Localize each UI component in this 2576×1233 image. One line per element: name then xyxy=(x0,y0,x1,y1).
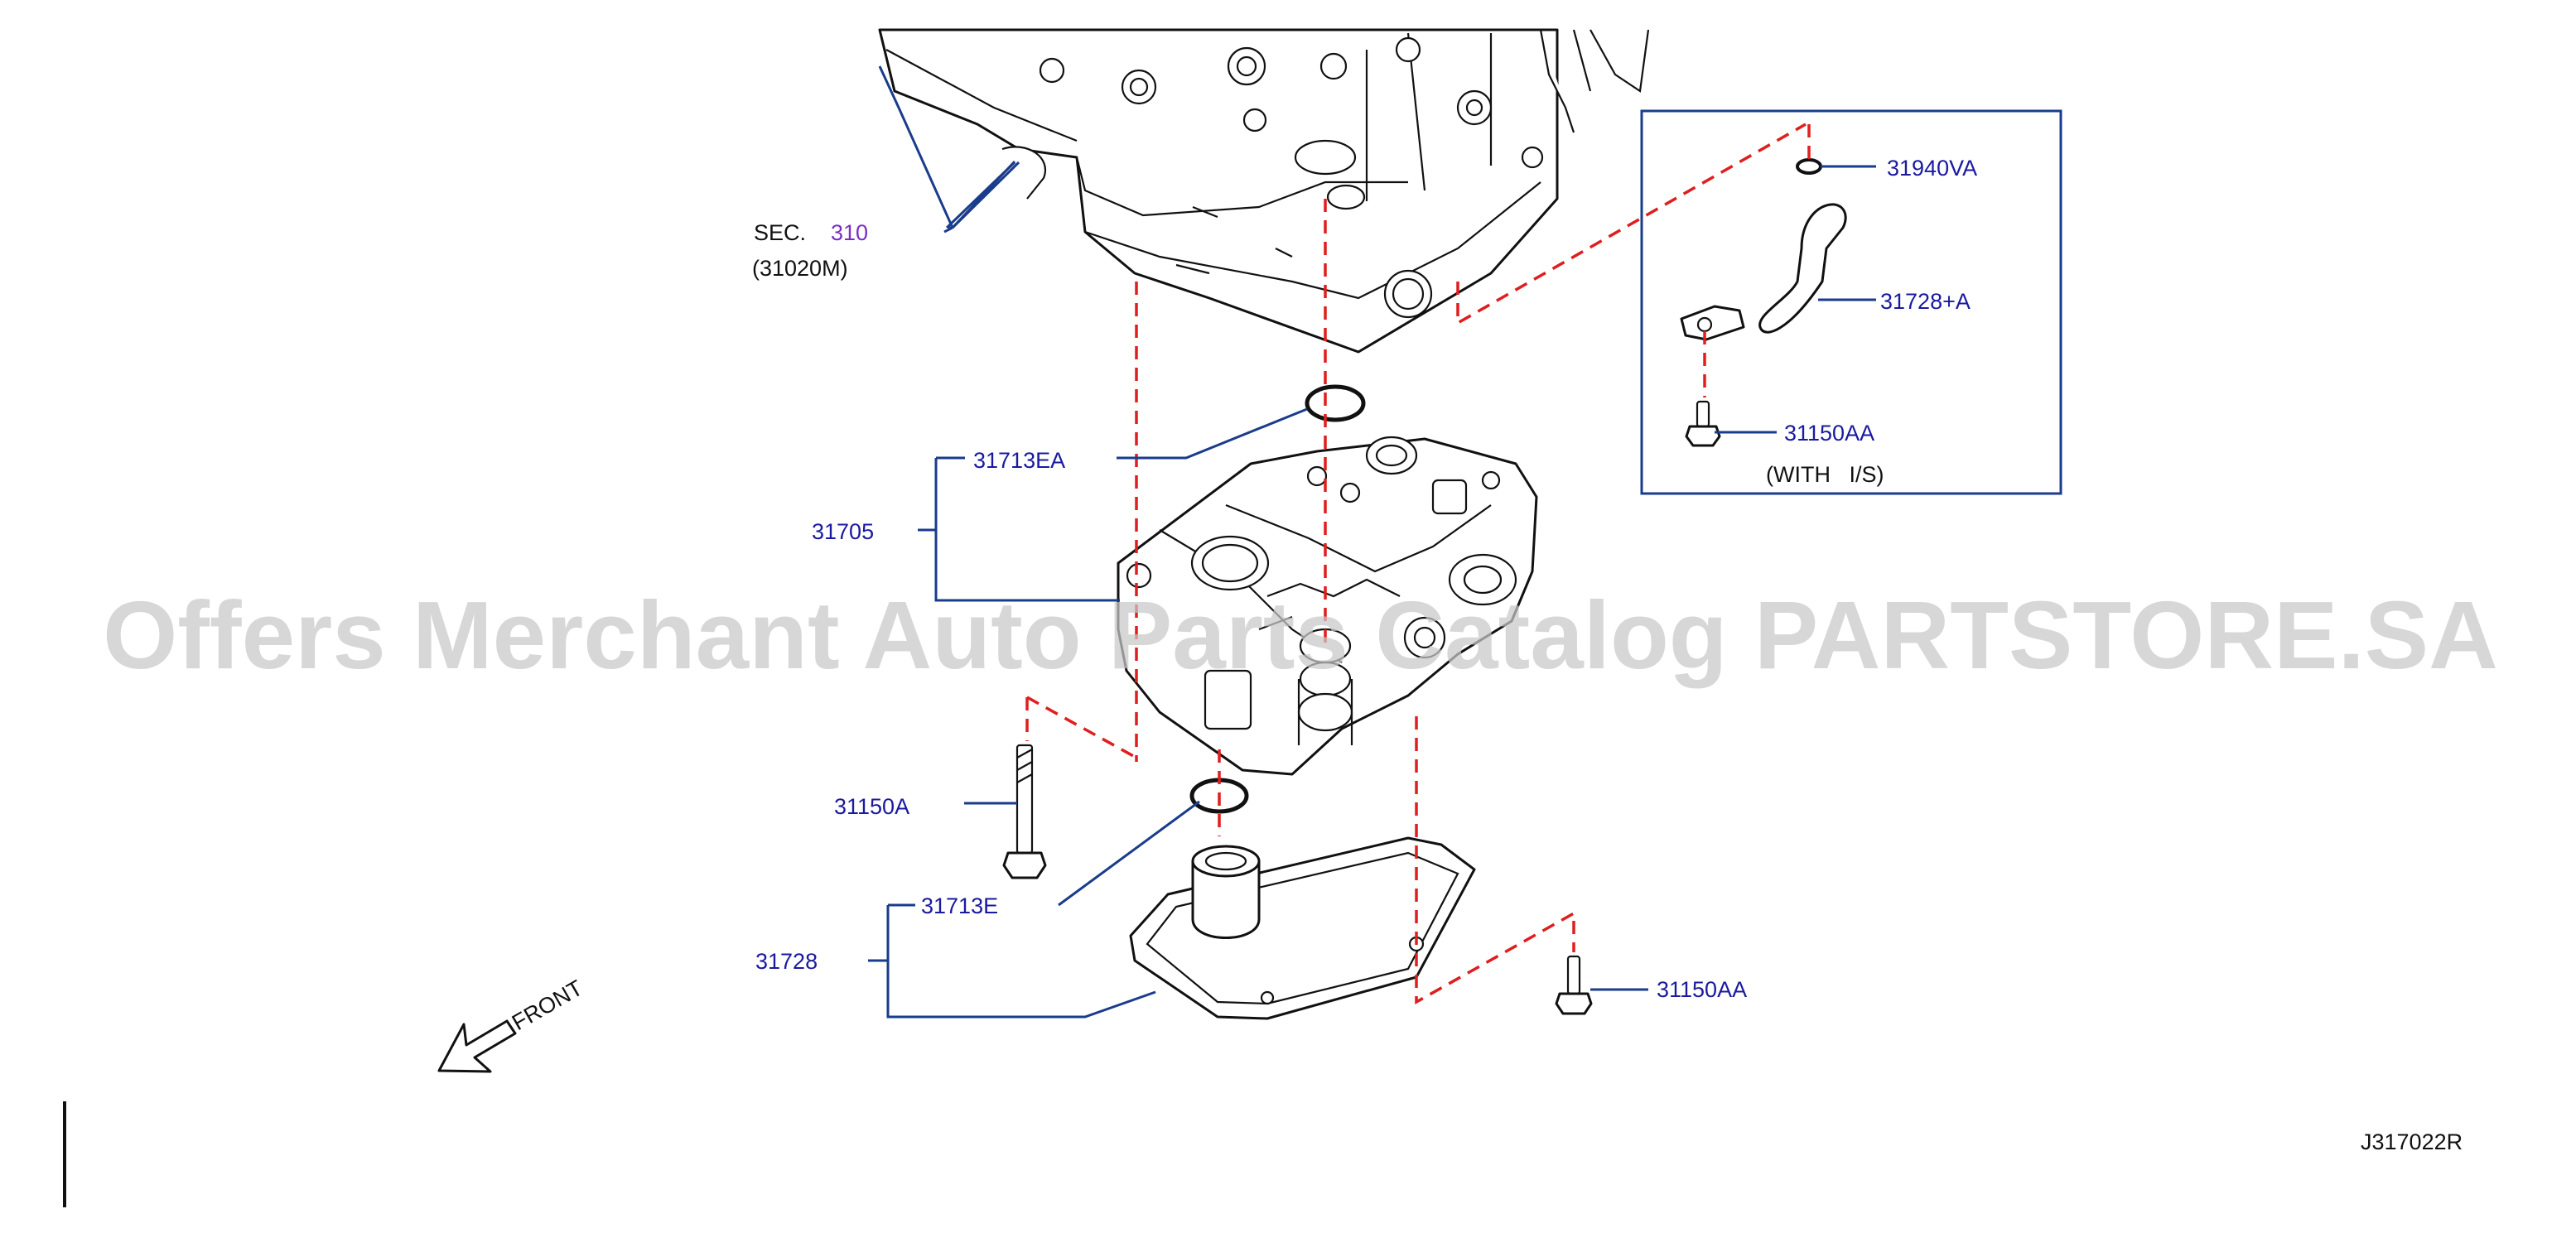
bolt-31150AA-bottom xyxy=(1555,955,1593,1015)
section-number-link[interactable]: 310 xyxy=(831,220,868,245)
callout-31728A[interactable]: 31728+A xyxy=(1880,289,1971,314)
inset-note: (WITH I/S) xyxy=(1766,462,1884,487)
front-arrow xyxy=(437,1019,517,1073)
callout-31713E[interactable]: 31713E xyxy=(921,893,998,918)
o-ring-31713EA xyxy=(1305,384,1366,422)
section-leader xyxy=(945,161,1016,229)
callout-31728[interactable]: 31728 xyxy=(755,949,818,974)
assembly-dash-lines xyxy=(1025,123,1811,1004)
front-label: FRONT xyxy=(508,975,587,1035)
control-valve-body xyxy=(1117,436,1538,776)
callout-31940VA[interactable]: 31940VA xyxy=(1887,156,1977,181)
bolt-31150A xyxy=(1002,744,1047,879)
callout-31150A[interactable]: 31150A xyxy=(834,794,909,819)
callout-31713EA[interactable]: 31713EA xyxy=(973,448,1065,473)
callout-31150AA-inset[interactable]: 31150AA xyxy=(1784,421,1874,446)
inset-parts xyxy=(1680,158,1847,447)
oil-strainer xyxy=(1129,836,1476,1020)
transmission-case xyxy=(878,28,1650,354)
section-subcode: (31020M) xyxy=(752,256,848,281)
callout-31150AA-bottom[interactable]: 31150AA xyxy=(1657,977,1747,1002)
inset-frame xyxy=(1640,109,2062,495)
figure-code: J317022R xyxy=(2361,1129,2463,1154)
section-prefix: SEC. xyxy=(754,220,806,245)
callout-31705[interactable]: 31705 xyxy=(812,519,874,544)
watermark: Offers Merchant Auto Parts Catalog PARTS… xyxy=(103,581,2498,689)
